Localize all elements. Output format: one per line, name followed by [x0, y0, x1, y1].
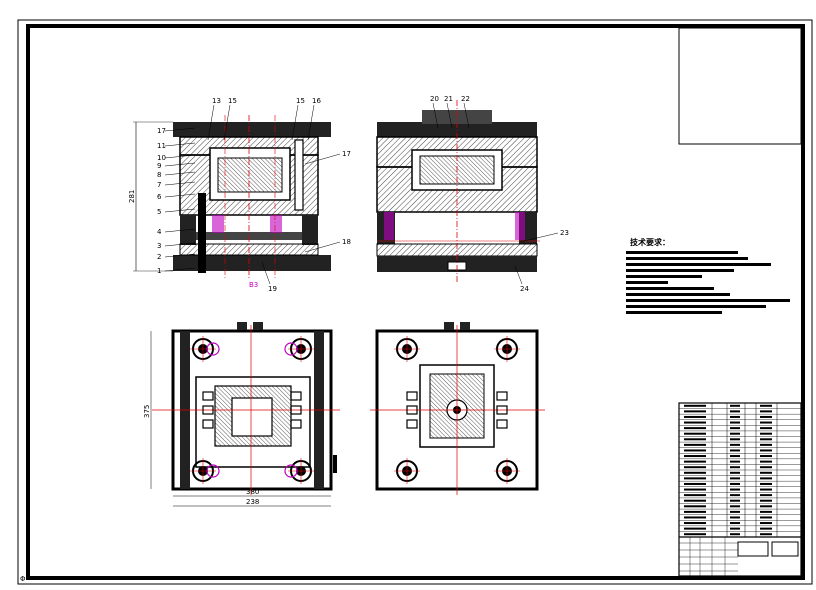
- part-label: 11: [157, 142, 166, 150]
- part-label: 19: [268, 285, 277, 293]
- dim-238: 238: [246, 498, 259, 506]
- part-label: 18: [342, 238, 351, 246]
- plan-right-features: [394, 336, 520, 484]
- tech-requirements-text: [626, 251, 790, 314]
- part-label: 5: [157, 208, 161, 216]
- part-label: 10: [157, 154, 166, 162]
- part-label: 17: [157, 127, 166, 135]
- part-label: 23: [560, 229, 569, 237]
- magenta-mark: B3: [249, 281, 258, 289]
- section-view-left: 281 B3: [128, 115, 331, 289]
- outer-border: [17, 19, 813, 585]
- part-label: 2: [157, 253, 161, 261]
- dim-380: 380: [246, 488, 259, 496]
- plan-view-right: [370, 322, 545, 495]
- part-label: 8: [157, 171, 161, 179]
- part-label: 13: [212, 97, 221, 105]
- part-labels-right: 20 21 22 23 24: [430, 95, 569, 293]
- part-label: 20: [430, 95, 439, 103]
- part-label: 4: [157, 228, 162, 236]
- part-label: 7: [157, 181, 161, 189]
- part-label: 3: [157, 242, 161, 250]
- part-label: 6: [157, 193, 162, 201]
- corner-mark: Φ: [20, 575, 26, 583]
- part-label: 17: [342, 150, 351, 158]
- corner-box: [678, 27, 802, 145]
- dim-281: 281: [128, 190, 136, 203]
- inner-border: [26, 24, 805, 580]
- dim-375: 375: [143, 405, 151, 418]
- section-view-right: [376, 100, 540, 282]
- part-label: 21: [444, 95, 453, 103]
- part-label: 16: [312, 97, 321, 105]
- tech-requirements-title: 技术要求：: [630, 237, 670, 247]
- part-label: 1: [157, 267, 161, 275]
- part-label: 15: [228, 97, 237, 105]
- part-label: 15: [296, 97, 305, 105]
- part-label: 22: [461, 95, 470, 103]
- plan-view-left: 375 380 238: [143, 322, 340, 507]
- part-label: 9: [157, 162, 161, 170]
- bom-table: [678, 402, 802, 576]
- plan-left-features: [190, 336, 314, 484]
- part-label: 24: [520, 285, 529, 293]
